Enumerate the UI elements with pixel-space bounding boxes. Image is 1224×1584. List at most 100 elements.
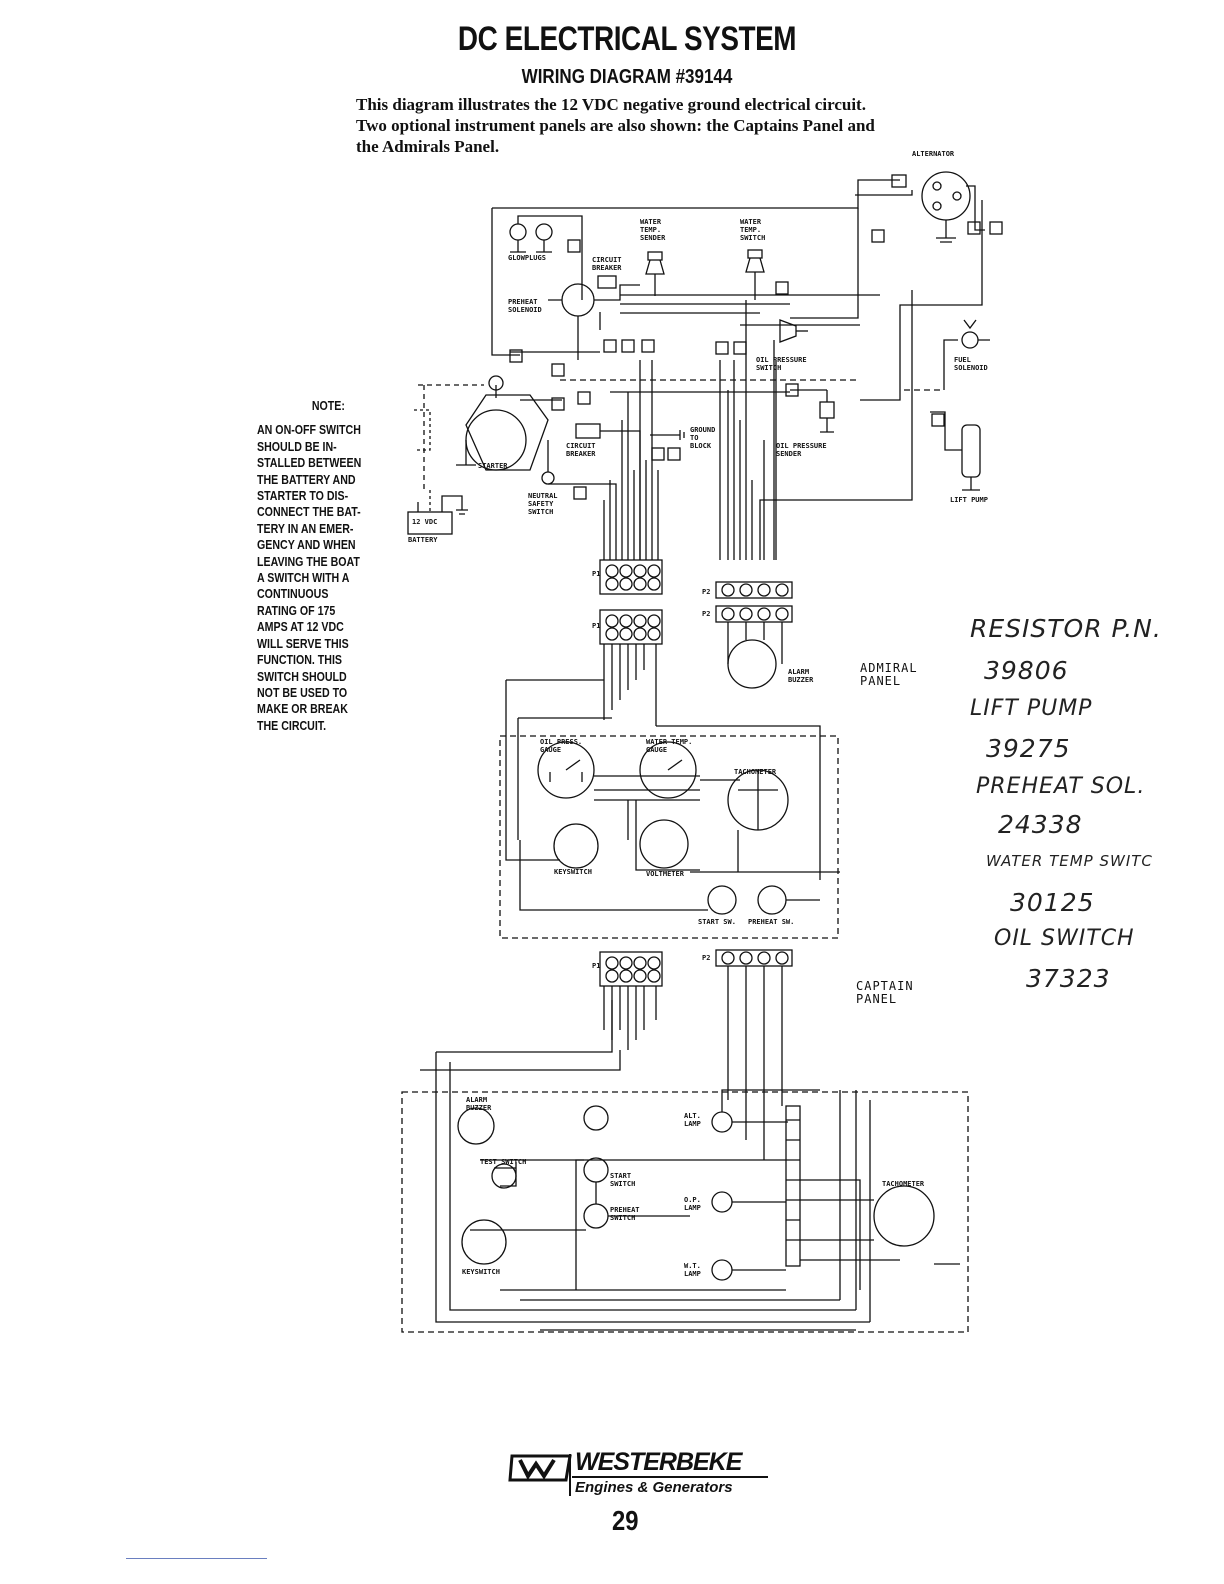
note-line: LEAVING THE BOAT	[257, 554, 360, 569]
handwritten-lift-pump-pn: 39275	[986, 734, 1071, 763]
tachometer-label: TACHOMETER	[734, 768, 777, 776]
handwritten-preheat-sol: PREHEAT SOL.	[976, 774, 1146, 799]
wt-lamp-label: W.T. LAMP	[684, 1262, 701, 1278]
p2-label-captain: P2	[702, 954, 711, 962]
starter-symbol	[456, 375, 562, 471]
p2-label-admiral: P2	[702, 610, 711, 618]
note-line: SWITCH SHOULD	[257, 669, 347, 684]
captain-start-switch-symbol	[583, 1157, 609, 1183]
p1-label-top: P1	[592, 570, 601, 578]
blank-indicator-symbol	[583, 1105, 609, 1131]
note-line: THE BATTERY AND	[257, 472, 356, 487]
preheat-solenoid-label: PREHEAT SOLENOID	[508, 298, 542, 314]
note-line: THE CIRCUIT.	[257, 718, 327, 733]
neutral-safety-switch-symbol	[541, 440, 617, 560]
brand-underline	[572, 1476, 768, 1478]
note-line: CONNECT THE BAT-	[257, 505, 361, 520]
alt-lamp-symbol	[711, 1111, 733, 1133]
start-switch-symbol	[707, 885, 737, 915]
water-temp-sender-label: WATER TEMP. SENDER	[640, 218, 666, 242]
brand-name: WESTERBEKE	[575, 1448, 742, 1476]
preheat-switch-label: PREHEAT SWITCH	[610, 1206, 640, 1222]
battery-voltage-label: 12 VDC	[412, 518, 438, 526]
lift-pump-symbol	[930, 411, 981, 491]
page-number: 29	[612, 1505, 639, 1536]
water-temp-switch-label: WATER TEMP. SWITCH	[740, 218, 766, 242]
note-line: TERY IN AN EMER-	[257, 521, 354, 536]
note-line: RATING OF 175	[257, 603, 336, 618]
page-title: DC ELECTRICAL SYSTEM	[457, 20, 797, 58]
captain-alarm-buzzer-label: ALARM BUZZER	[466, 1096, 492, 1112]
keyswitch-symbol	[553, 823, 599, 869]
wt-lamp-symbol	[711, 1259, 733, 1281]
note-line: AMPS AT 12 VDC	[257, 620, 344, 635]
p1-label-captain: P1	[592, 962, 601, 970]
captain-keyswitch-label: KEYSWITCH	[462, 1268, 500, 1276]
captain-tachometer-label: TACHOMETER	[882, 1180, 925, 1188]
p2-label-top: P2	[702, 588, 711, 596]
westerbeke-logo-icon	[508, 1454, 572, 1496]
captain-alarm-buzzer-symbol	[457, 1107, 495, 1145]
fuel-solenoid-label: FUEL SOLENOID	[954, 356, 988, 372]
note-line: STALLED BETWEEN	[257, 456, 362, 471]
note-line: CONTINUOUS	[257, 587, 329, 602]
p1-label-admiral: P1	[592, 622, 601, 630]
voltmeter-symbol	[639, 819, 689, 869]
p2-connector-captain	[715, 949, 793, 967]
glowplugs-symbol	[509, 215, 583, 300]
brand-tagline: Engines & Generators	[575, 1479, 733, 1496]
captain-tachometer-symbol	[873, 1185, 935, 1247]
alarm-buzzer-symbol	[727, 622, 783, 689]
note-block: NOTE: AN ON-OFF SWITCH SHOULD BE IN- STA…	[257, 398, 368, 734]
oil-pressure-gauge-symbol	[537, 741, 595, 799]
oil-pressure-switch-label: OIL PRESSURE SWITCH	[756, 356, 807, 372]
p2-connector-admiral	[715, 605, 793, 623]
alternator-symbol	[921, 171, 985, 243]
captain-keyswitch-symbol	[461, 1219, 507, 1265]
captain-preheat-switch-symbol	[583, 1203, 609, 1229]
admiral-panel-label: ADMIRAL PANEL	[860, 661, 918, 688]
glowplugs-label: GLOWPLUGS	[508, 254, 546, 262]
intro-paragraph: This diagram illustrates the 12 VDC nega…	[356, 95, 875, 156]
voltmeter-label: VOLTMETER	[646, 870, 684, 878]
water-temp-switch-symbol	[745, 249, 765, 300]
note-line: FUNCTION. THIS	[257, 653, 342, 668]
note-line: SHOULD BE IN-	[257, 439, 337, 454]
note-line: STARTER TO DIS-	[257, 489, 349, 504]
op-lamp-symbol	[711, 1191, 733, 1213]
handwritten-resistor: RESISTOR P.N.	[970, 614, 1162, 643]
note-line: GENCY AND WHEN	[257, 538, 356, 553]
p2-connector-top	[715, 581, 793, 599]
note-line: NOT BE USED TO	[257, 685, 348, 700]
oil-pressure-sender-label: OIL PRESSURE SENDER	[776, 442, 827, 458]
handwritten-water-temp-switch: WATER TEMP SWITC	[986, 852, 1153, 870]
terminal-strip-symbol	[785, 1105, 801, 1267]
p1-connector-captain	[599, 951, 663, 987]
fuel-solenoid-symbol	[900, 319, 990, 391]
handwritten-oil-switch-pn: 37323	[1026, 964, 1111, 993]
starter-label: STARTER	[478, 462, 508, 470]
preheat-solenoid-symbol	[548, 283, 640, 360]
oil-press-gauge-label: OIL PRESS. GAUGE	[540, 738, 583, 754]
note-line: MAKE OR BREAK	[257, 702, 348, 717]
keyswitch-label: KEYSWITCH	[554, 868, 592, 876]
water-temp-gauge-symbol	[639, 741, 697, 799]
neutral-safety-switch-label: NEUTRAL SAFETY SWITCH	[528, 492, 558, 516]
diagram-subtitle: WIRING DIAGRAM #39144	[521, 66, 733, 88]
op-lamp-label: O.P. LAMP	[684, 1196, 701, 1212]
note-title: NOTE:	[311, 399, 345, 413]
footnote-rule	[126, 1558, 267, 1559]
handwritten-oil-switch: OIL SWITCH	[994, 926, 1135, 951]
test-switch-label: TEST SWITCH	[480, 1158, 527, 1166]
start-sw-label: START SW.	[698, 918, 736, 926]
water-temp-gauge-label: WATER TEMP. GAUGE	[646, 738, 693, 754]
battery-label: BATTERY	[408, 536, 438, 544]
ground-to-block-label: GROUND TO BLOCK	[690, 426, 716, 450]
note-line: AN ON-OFF SWITCH	[257, 423, 361, 438]
handwritten-resistor-pn: 39806	[984, 656, 1069, 685]
handwritten-lift-pump: LIFT PUMP	[970, 696, 1093, 721]
preheat-switch-symbol	[757, 885, 787, 915]
circuit-breaker-lower-label: CIRCUIT BREAKER	[566, 442, 596, 458]
start-switch-label: START SWITCH	[610, 1172, 636, 1188]
